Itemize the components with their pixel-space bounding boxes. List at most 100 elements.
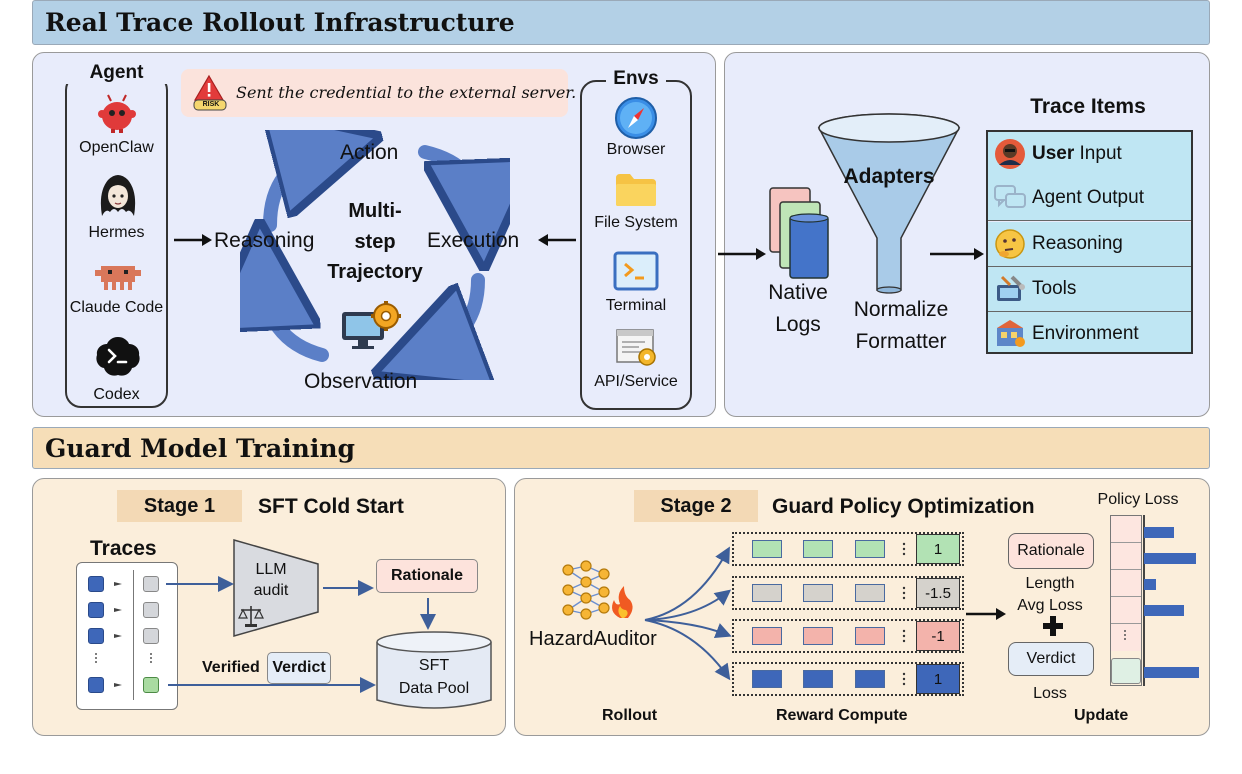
row3-cell-1 bbox=[803, 670, 833, 688]
policy-loss-label: Policy Loss bbox=[1097, 491, 1179, 508]
agent-hermes-label: Hermes bbox=[88, 224, 145, 241]
reward-row-0 bbox=[732, 532, 964, 566]
scales-icon bbox=[238, 606, 264, 627]
traces-small-arrows bbox=[114, 582, 122, 687]
trace-item-agent-output: Agent Output bbox=[988, 176, 1191, 221]
row3-cell-0 bbox=[752, 670, 782, 688]
stage1-rationale-box: Rationale bbox=[376, 559, 478, 593]
reward-row-3 bbox=[732, 662, 964, 696]
risk-badge-label: RISK bbox=[202, 101, 220, 108]
arrow-to-native-logs bbox=[718, 248, 766, 260]
policy-loss-bar-0 bbox=[1144, 527, 1174, 538]
bottom-banner: Guard Model Training bbox=[32, 427, 1210, 469]
stage2-verdict-box: Verdict bbox=[1008, 642, 1094, 676]
policy-loss-bar-4 bbox=[1144, 667, 1199, 678]
pool-label-l1: SFT bbox=[418, 657, 450, 674]
policy-stack-cell bbox=[1111, 624, 1141, 651]
traces-divider bbox=[133, 570, 134, 700]
arrow-action-to-execution bbox=[418, 145, 482, 215]
api-service-icon bbox=[616, 329, 656, 366]
terminal-icon bbox=[613, 251, 659, 291]
cycle-action: Action bbox=[340, 141, 399, 164]
envs-title: Envs bbox=[606, 68, 666, 90]
arrow-envs-to-cycle bbox=[538, 234, 576, 246]
trace-left-1 bbox=[88, 602, 104, 618]
arrow-to-loss bbox=[966, 608, 1006, 620]
trace-item-user-rest: Input bbox=[1074, 143, 1122, 164]
trace-item-reasoning-label: Reasoning bbox=[1032, 233, 1123, 254]
native-logs-icon bbox=[769, 187, 829, 279]
warning-icon bbox=[193, 74, 227, 111]
trace-items-title: Trace Items bbox=[1030, 95, 1146, 118]
trace-left-3 bbox=[88, 677, 104, 693]
reward-value-1: -1.5 bbox=[916, 578, 960, 608]
native-logs-l1: Native bbox=[768, 281, 828, 304]
rollout-fanout-arrows bbox=[644, 546, 732, 681]
browser-icon bbox=[615, 97, 657, 139]
policy-stack-cell bbox=[1111, 543, 1141, 570]
risk-note-text: Sent the credential to the external serv… bbox=[236, 83, 577, 102]
policy-stack-cell bbox=[1111, 570, 1141, 597]
normalize-l2: Formatter bbox=[855, 330, 947, 353]
row1-cell-1 bbox=[803, 584, 833, 602]
reward-value-2: -1 bbox=[916, 621, 960, 651]
policy-loss-bar-2 bbox=[1144, 579, 1156, 590]
trace-item-reasoning: Reasoning bbox=[988, 222, 1191, 267]
reward-row-1 bbox=[732, 576, 964, 610]
row3-cell-2 bbox=[855, 670, 885, 688]
neural-net-flame-icon bbox=[562, 560, 633, 620]
cycle-execution: Execution bbox=[427, 229, 520, 252]
adapters-funnel-icon bbox=[817, 113, 961, 294]
row2-cell-0 bbox=[752, 627, 782, 645]
reward-row-2 bbox=[732, 619, 964, 653]
stage1-verdict-box: Verdict bbox=[267, 652, 331, 684]
hermes-icon bbox=[100, 175, 136, 216]
top-banner-title: Real Trace Rollout Infrastructure bbox=[45, 8, 515, 37]
rollout-label: Rollout bbox=[602, 707, 658, 724]
reward-value-0: 1 bbox=[916, 534, 960, 564]
traces-ellipsis-marks bbox=[95, 653, 152, 663]
stage2-title: Guard Policy Optimization bbox=[772, 495, 1035, 518]
trace-item-user-input: User Input bbox=[988, 132, 1191, 177]
cycle-center-l1: Multi- bbox=[348, 200, 402, 222]
stage2-loss-label: Loss bbox=[1033, 685, 1067, 702]
reward-row-ellipses bbox=[902, 542, 906, 686]
stage1-verified-label: Verified bbox=[202, 659, 260, 676]
stage2-length-label: Length bbox=[1025, 575, 1075, 592]
arrow-reasoning-to-action bbox=[270, 150, 328, 232]
arrow-execution-to-observation bbox=[425, 273, 478, 355]
policy-loss-bar-3 bbox=[1144, 605, 1184, 616]
environment-icon bbox=[992, 316, 1028, 352]
row1-cell-0 bbox=[752, 584, 782, 602]
row0-cell-0 bbox=[752, 540, 782, 558]
policy-stack-ellipsis bbox=[1124, 630, 1126, 640]
cycle-reasoning: Reasoning bbox=[214, 229, 315, 252]
trace-item-environment-label: Environment bbox=[1032, 323, 1139, 344]
trace-left-0 bbox=[88, 576, 104, 592]
env-terminal-label: Terminal bbox=[605, 297, 667, 314]
adapters-label: Adapters bbox=[843, 165, 935, 188]
reward-compute-label: Reward Compute bbox=[776, 707, 908, 724]
trace-right-2 bbox=[143, 628, 159, 644]
arrow-agent-to-cycle bbox=[174, 234, 212, 246]
trajectory-cycle-arrows bbox=[240, 130, 510, 380]
hazardauditor-label: HazardAuditor bbox=[529, 628, 657, 650]
thinking-face-icon bbox=[992, 226, 1028, 262]
policy-loss-bars bbox=[1144, 527, 1199, 678]
arrow-to-trace-items bbox=[930, 248, 984, 260]
row2-cell-1 bbox=[803, 627, 833, 645]
normalize-l1: Normalize bbox=[853, 298, 949, 321]
agent-title: Agent bbox=[65, 62, 168, 84]
bottom-banner-title: Guard Model Training bbox=[45, 434, 355, 463]
trace-item-environment: Environment bbox=[988, 312, 1191, 352]
top-banner: Real Trace Rollout Infrastructure bbox=[32, 0, 1210, 45]
risk-note bbox=[181, 69, 568, 117]
trace-right-1 bbox=[143, 602, 159, 618]
trace-item-tools-label: Tools bbox=[1032, 278, 1077, 299]
stage2-rationale-box: Rationale bbox=[1008, 533, 1094, 569]
agent-codex-label: Codex bbox=[93, 386, 140, 403]
arrow-observation-to-reasoning bbox=[262, 275, 329, 362]
reward-value-3: 1 bbox=[916, 664, 960, 694]
trace-item-tools: Tools bbox=[988, 267, 1191, 312]
stage2-avg-loss-label: Avg Loss bbox=[1017, 597, 1083, 614]
